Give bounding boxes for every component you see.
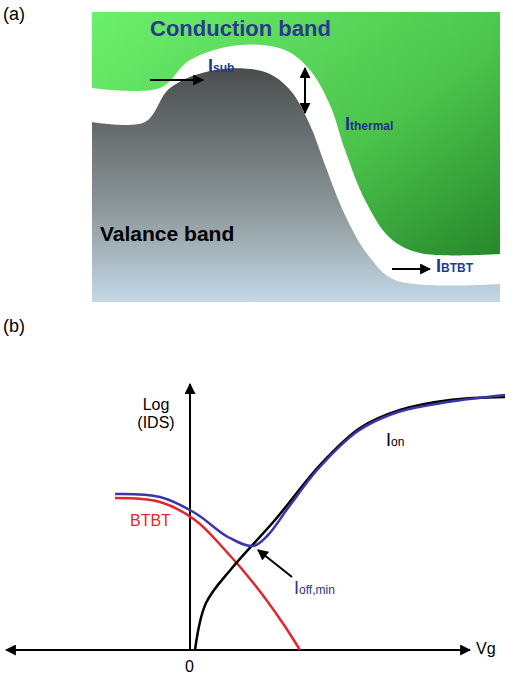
- current-name: Isub: [208, 56, 234, 77]
- conduction-band-region: [92, 12, 500, 302]
- iv-plot: [6, 384, 505, 650]
- curve-name: Ion: [386, 430, 404, 451]
- x-axis: [6, 649, 470, 651]
- thermal-arrow: [304, 68, 306, 113]
- curve-name: Ioff,min: [294, 578, 335, 599]
- tick-label: 0: [185, 658, 194, 676]
- panel-letter: (a): [3, 4, 25, 25]
- axis-title: Vg: [476, 640, 496, 658]
- axis-title: Log (IDS): [130, 396, 182, 433]
- valence-band-region: [92, 68, 500, 302]
- current-name: IBTBT: [436, 256, 473, 277]
- current-name: Ithermal: [345, 114, 393, 135]
- on-current-curve: [195, 397, 505, 650]
- band-name: Valance band: [100, 222, 234, 246]
- btbt-arrow: [392, 268, 430, 270]
- band-name: Conduction band: [150, 16, 331, 41]
- min-leader-arrow: [258, 550, 292, 577]
- curve-name: BTBT: [130, 512, 171, 530]
- sub-arrow: [150, 79, 203, 81]
- total-current-curve: [115, 395, 505, 546]
- band-diagram: [92, 12, 500, 302]
- panel-letter: (b): [3, 316, 25, 337]
- band-gap: [92, 44, 500, 302]
